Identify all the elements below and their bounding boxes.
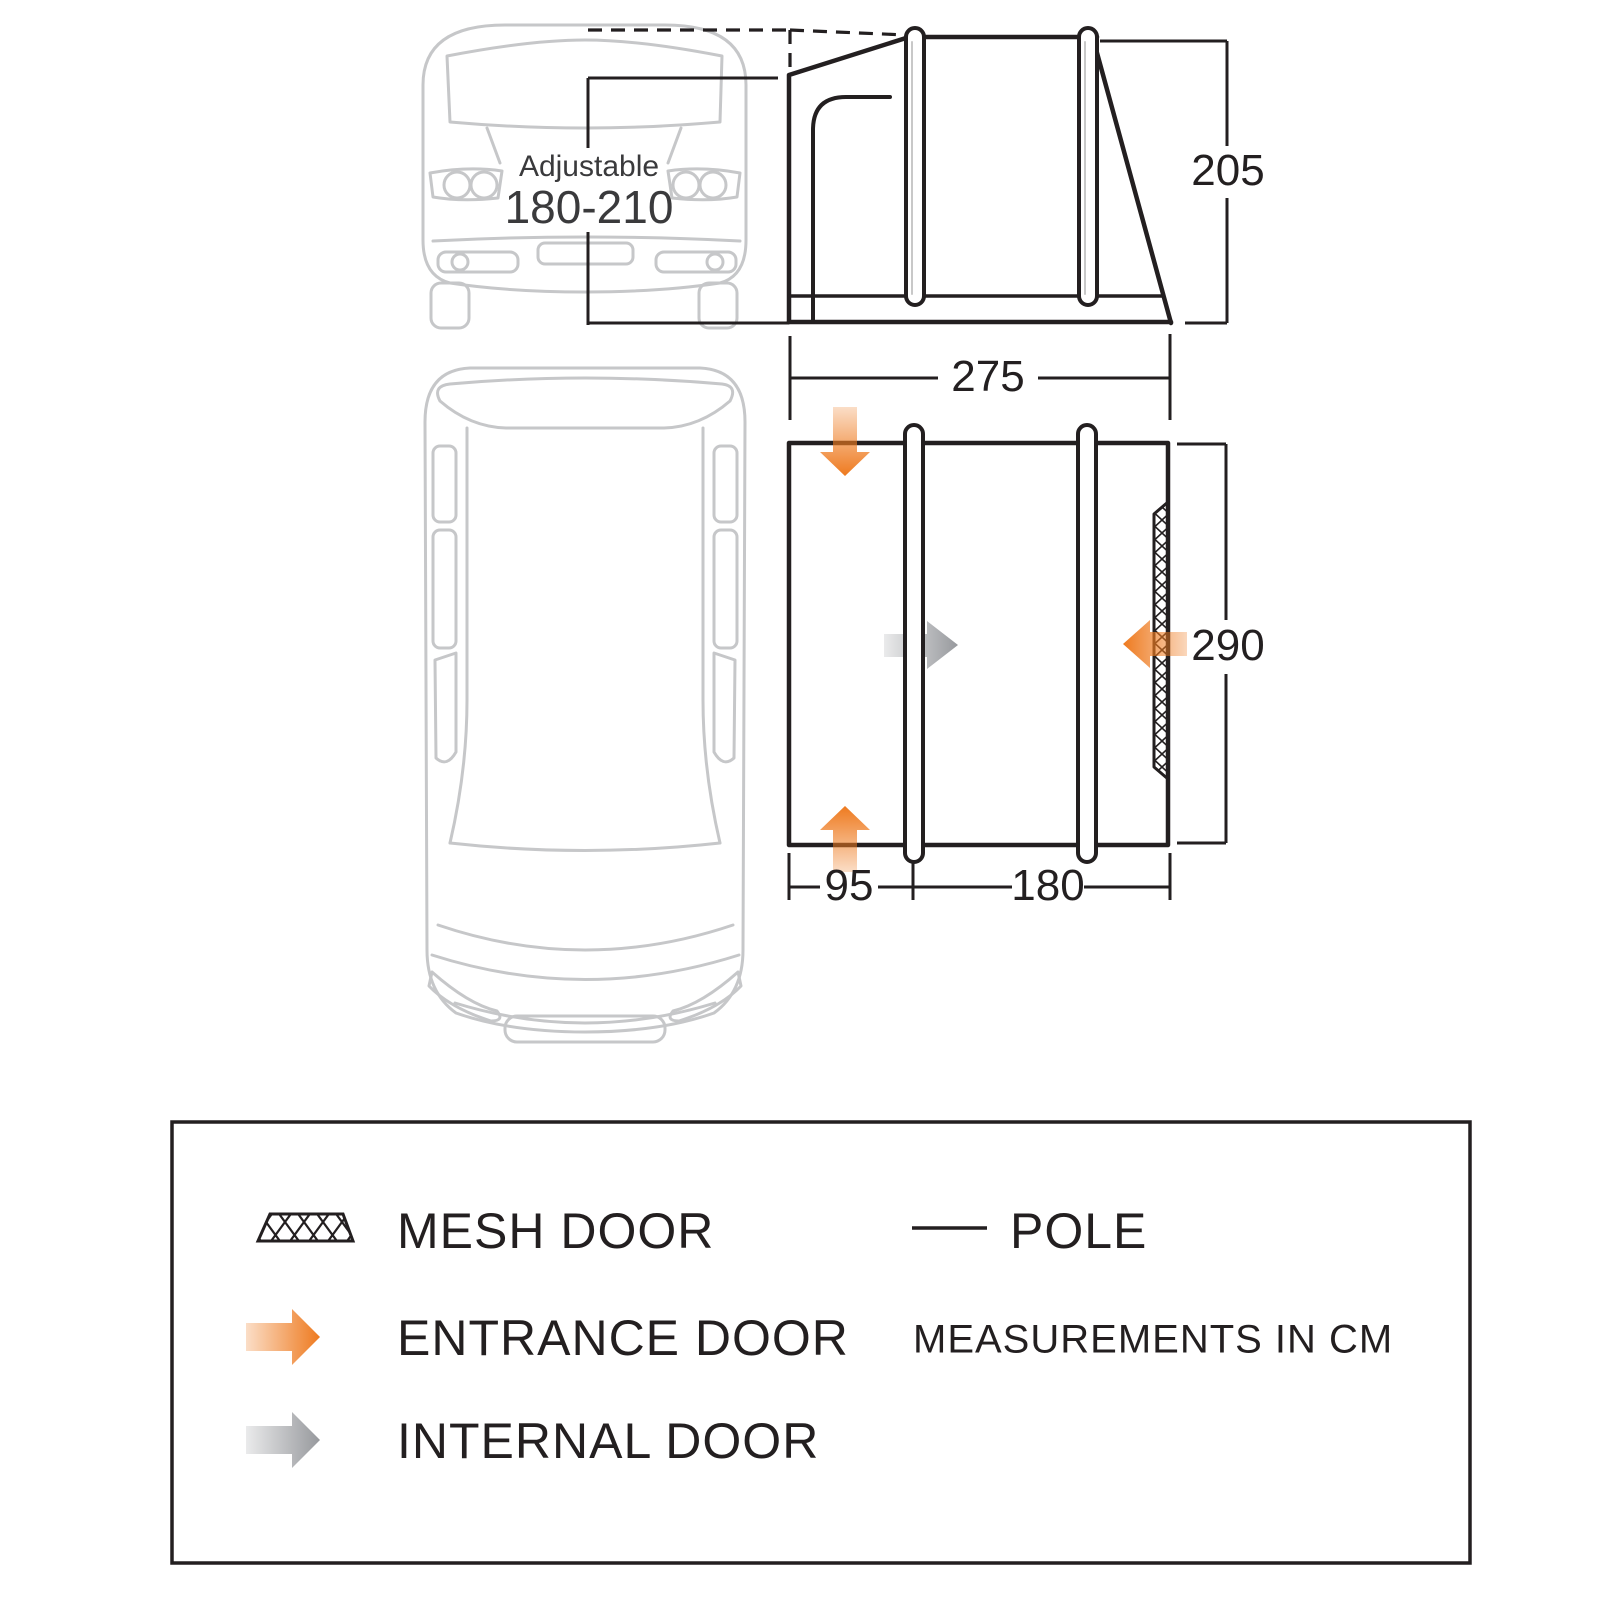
floor-plan-pole-1 — [903, 423, 925, 864]
legend-box — [170, 1120, 1472, 1565]
van-front-foglight-left — [450, 252, 470, 272]
awning-side-pole-2 — [1077, 26, 1099, 307]
awning-side-left-wall — [786, 35, 909, 325]
awning-floor-plan — [786, 407, 1187, 872]
van-top-window-right-3 — [712, 651, 737, 764]
van-front-headlight-left-lamp1 — [442, 170, 472, 200]
van-top-headlight-right — [668, 970, 743, 1023]
van-top-window-left-3 — [433, 651, 458, 764]
legend-pole-label: POLE — [1010, 1203, 1148, 1259]
internal-door-icon — [246, 1412, 320, 1468]
van-front-bumper-left — [436, 250, 520, 274]
van-top-headlight-left — [427, 970, 502, 1023]
legend — [170, 1120, 1472, 1565]
van-front-windshield — [445, 38, 724, 130]
dim-95-label: 95 — [824, 861, 874, 910]
entrance-door-arrow-top — [820, 407, 870, 476]
legend-entrance-door-label: ENTRANCE DOOR — [397, 1310, 849, 1366]
dim-width-label: 275 — [951, 352, 1025, 401]
legend-measurements-label: MEASUREMENTS IN CM — [913, 1317, 1394, 1362]
legend-mesh-door-label: MESH DOOR — [397, 1203, 715, 1259]
van-top-body — [423, 366, 747, 1034]
van-front-view — [421, 23, 748, 330]
van-top-rear-window — [436, 376, 735, 430]
van-front-wiper-left — [485, 126, 502, 165]
van-top-window-left-2 — [431, 528, 458, 650]
entrance-door-icon — [246, 1309, 320, 1365]
van-front-headlight-left-lamp2 — [469, 170, 499, 200]
van-top-view — [423, 366, 747, 1044]
entrance-door-arrow-bottom — [820, 806, 870, 872]
van-front-bumper-right — [654, 250, 738, 274]
awning-side-door — [811, 95, 892, 324]
van-front-wheel-left — [429, 281, 471, 330]
van-front-headlight-left — [428, 167, 504, 202]
van-front-headlight-right-lamp2 — [698, 170, 728, 200]
van-top-cowl — [436, 923, 735, 952]
van-front-headlight-right — [666, 167, 742, 202]
adjustable-label: Adjustable — [518, 150, 660, 183]
floor-plan-outline — [786, 440, 1171, 848]
legend-internal-door-label: INTERNAL DOOR — [397, 1413, 820, 1469]
van-front-wheel-right — [697, 281, 739, 330]
mesh-door-icon — [255, 1212, 356, 1243]
entrance-door-arrow-side — [1123, 620, 1187, 668]
van-top-window-right-1 — [712, 444, 739, 524]
awning-side-rear-slope — [1091, 39, 1174, 326]
van-front-foglight-right — [705, 252, 725, 272]
guide-diagonal — [789, 28, 907, 37]
awning-side-pole-1 — [904, 26, 926, 307]
dim-180-label: 180 — [1011, 861, 1085, 910]
van-top-front-grille — [503, 1014, 667, 1044]
dashed-guides — [588, 28, 907, 74]
van-top-bumper-bottom — [453, 1001, 717, 1025]
awning-side-view — [786, 26, 1174, 326]
van-top-window-right-2 — [712, 528, 739, 650]
adjustable-range-label: 180-210 — [504, 181, 674, 233]
van-front-wiper-right — [666, 126, 683, 165]
van-top-roof-rail-right — [701, 426, 722, 845]
dimension-lines — [586, 39, 1229, 900]
dim-depth-label: 290 — [1191, 621, 1265, 670]
van-top-window-left-1 — [431, 444, 458, 524]
van-front-bumper-line — [431, 235, 742, 243]
van-top-windshield-top — [448, 841, 722, 852]
van-top-roof-rail-left — [448, 426, 469, 845]
van-top-bumper-top — [430, 953, 741, 981]
van-front-plate — [536, 241, 635, 266]
van-front-body — [421, 23, 748, 294]
dim-height-label: 205 — [1191, 146, 1265, 195]
floor-plan-pole-2 — [1076, 423, 1098, 864]
van-front-headlight-right-lamp1 — [671, 170, 701, 200]
